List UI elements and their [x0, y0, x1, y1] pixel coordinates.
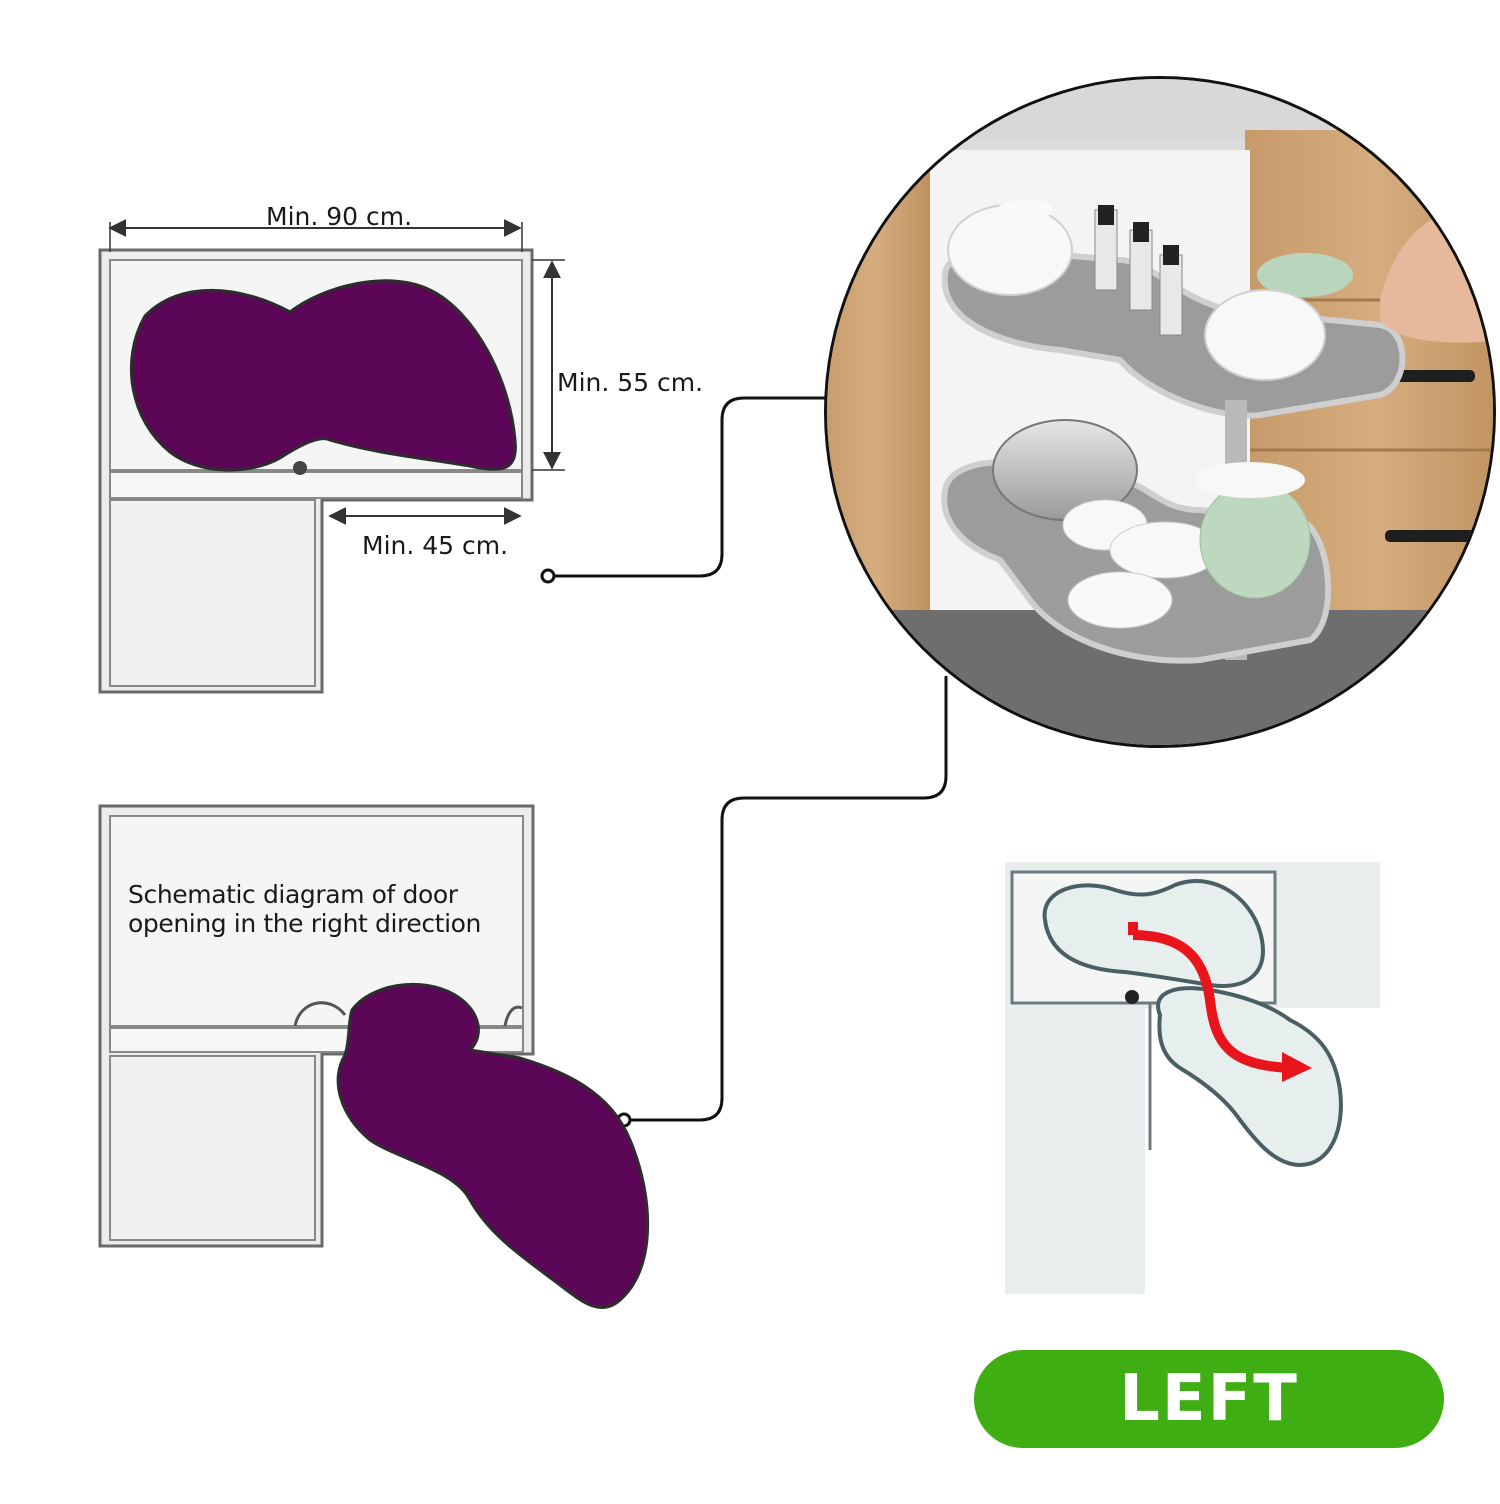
motion-diagram: [1005, 862, 1380, 1294]
schematic-caption: Schematic diagram of door opening in the…: [128, 880, 528, 938]
product-photo: [824, 76, 1496, 748]
shelf-shape-open: [336, 982, 650, 1309]
depth-dimension-label: Min. 55 cm.: [557, 368, 704, 397]
cabinet-plan-open: [98, 804, 650, 1309]
direction-badge: LEFT: [974, 1350, 1444, 1448]
door-dimension-label: Min. 45 cm.: [362, 531, 509, 560]
shelf-shape-closed: [129, 279, 517, 472]
direction-badge-label: LEFT: [1119, 1362, 1299, 1436]
caption-line-2: opening in the right direction: [128, 909, 481, 938]
width-dimension-label: Min. 90 cm.: [266, 202, 413, 231]
caption-line-1: Schematic diagram of door: [128, 880, 458, 909]
cabinet-plan-closed: [98, 219, 565, 694]
